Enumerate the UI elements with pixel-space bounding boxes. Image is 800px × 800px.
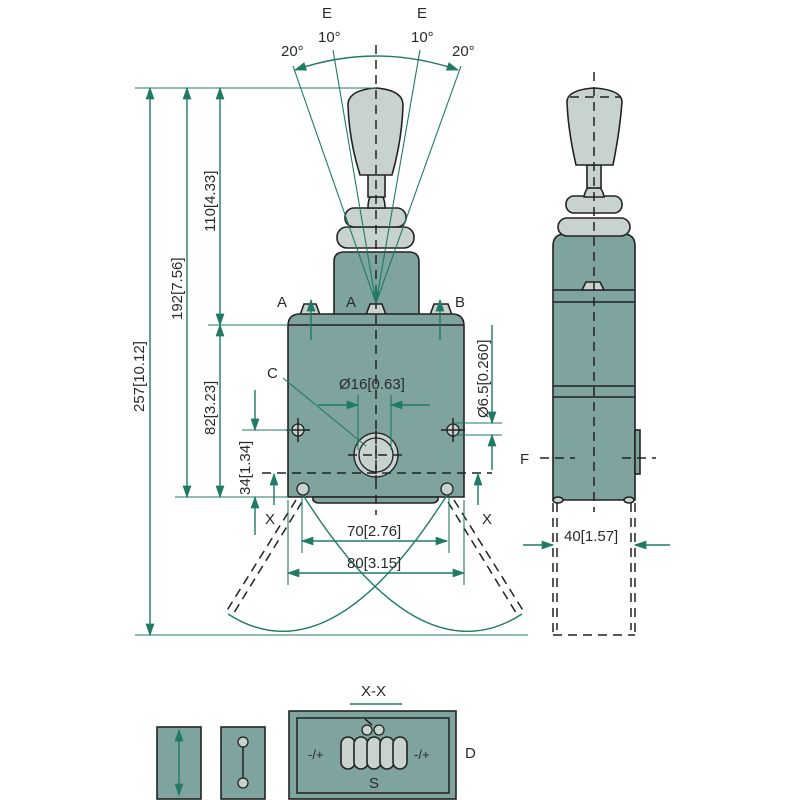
label-minus-plus-right: -/+ <box>414 747 430 762</box>
contact-icon <box>237 736 249 748</box>
label-x-right: X <box>482 511 492 528</box>
dim-height-34: 34[1.34] <box>237 441 254 495</box>
dim-diameter-16: Ø16[0.63] <box>339 376 405 393</box>
label-a-center: A <box>346 294 356 311</box>
label-e-left: E <box>322 5 332 22</box>
detail-symbols <box>156 703 457 800</box>
lever-knob <box>347 87 404 176</box>
front-view <box>135 45 528 637</box>
label-20deg-left: 20° <box>281 43 304 60</box>
label-s: S <box>369 775 379 792</box>
dim-diameter-6-5: Ø6.5[0.260] <box>475 340 492 418</box>
side-view <box>523 72 670 636</box>
label-c: C <box>267 365 278 382</box>
dim-depth-40: 40[1.57] <box>564 528 618 545</box>
dim-width-80: 80[3.15] <box>347 555 401 572</box>
dim-height-110: 110[4.33] <box>202 171 219 232</box>
dim-height-82: 82[3.23] <box>202 381 219 435</box>
label-20deg-right: 20° <box>452 43 475 60</box>
mount-hole <box>296 482 310 496</box>
dim-overall-height: 257[10.12] <box>131 341 148 412</box>
section-label: X-X <box>361 683 386 700</box>
label-a-left: A <box>277 294 287 311</box>
label-10deg-left: 10° <box>318 29 341 46</box>
dim-height-192: 192[7.56] <box>169 257 186 320</box>
dim-width-70: 70[2.76] <box>347 523 401 540</box>
mount-hole <box>440 482 454 496</box>
label-b: B <box>455 294 465 311</box>
label-minus-plus-left: -/+ <box>308 747 324 762</box>
label-x-left: X <box>265 511 275 528</box>
label-e-right: E <box>417 5 427 22</box>
label-f: F <box>520 451 529 468</box>
label-10deg-right: 10° <box>411 29 434 46</box>
connector-pins-icon <box>340 718 408 770</box>
label-d: D <box>465 745 476 762</box>
tilt-arc <box>293 55 460 71</box>
